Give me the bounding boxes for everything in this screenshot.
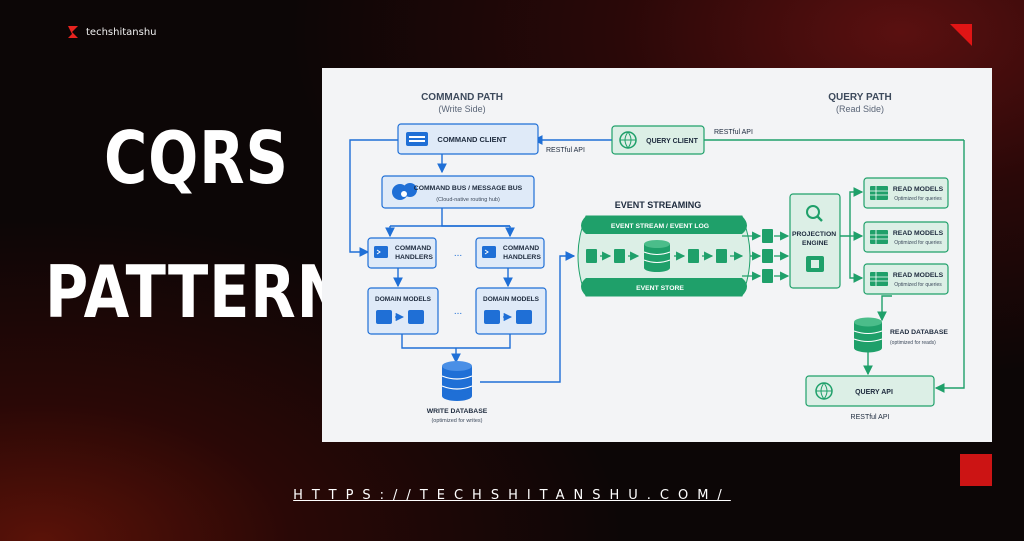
write-database-subtitle: (optimized for writes) — [431, 418, 482, 424]
command-handlers-box-1[interactable]: COMMAND HANDLERS — [367, 237, 437, 269]
command-handlers-line-1: COMMAND — [503, 245, 539, 252]
models-ellipsis: ... — [454, 306, 462, 317]
projection-engine-label: PROJECTION ENGINE — [792, 231, 838, 247]
brand-logo-icon — [68, 26, 78, 38]
model-icon — [484, 310, 500, 324]
restful-api-write-label: RESTful API — [546, 147, 585, 154]
read-models-title-2: READ MODELS — [893, 230, 944, 237]
domain-models-box-1[interactable]: DOMAIN MODELS — [367, 287, 439, 335]
command-handlers-line-2: HANDLERS — [503, 254, 541, 261]
write-database-icon — [441, 361, 473, 401]
read-models-title-3: READ MODELS — [893, 272, 944, 279]
command-handlers-line-2: HANDLERS — [395, 254, 433, 261]
read-side-connectors — [693, 139, 965, 393]
hierarchy-icon — [516, 310, 532, 324]
domain-models-label-2: DOMAIN MODELS — [483, 296, 540, 303]
table-icon — [870, 272, 888, 286]
read-models-box-3[interactable]: READ MODELS Optimized for queries — [863, 263, 949, 295]
query-path-subtitle: (Read Side) — [836, 104, 884, 114]
query-api-box[interactable]: QUERY API — [805, 375, 935, 407]
event-store-database-icon — [643, 240, 671, 272]
read-database-subtitle: (optimized for reads) — [890, 340, 936, 346]
command-client-box[interactable]: COMMAND CLIENT — [397, 123, 539, 155]
command-bus-box[interactable]: COMMAND BUS / MESSAGE BUS (Cloud-native … — [381, 175, 535, 209]
title-line-2: PATTERN — [45, 250, 347, 334]
event-streaming-title: EVENT STREAMING — [615, 200, 702, 210]
query-client-box[interactable]: QUERY CLIENT — [611, 125, 705, 155]
brand-name: techshitanshu — [86, 26, 157, 38]
write-side-connectors — [349, 135, 612, 383]
read-database-icon — [853, 317, 883, 353]
read-models-subtitle-2: Optimized for queries — [894, 240, 942, 246]
globe-icon — [815, 382, 833, 400]
read-models-subtitle-1: Optimized for queries — [894, 196, 942, 202]
command-bus-subtitle: (Cloud-native routing hub) — [436, 197, 500, 203]
query-client-label: QUERY CLIENT — [646, 138, 698, 145]
read-models-box-1[interactable]: READ MODELS Optimized for queries — [863, 177, 949, 209]
hierarchy-icon — [408, 310, 424, 324]
read-models-box-2[interactable]: READ MODELS Optimized for queries — [863, 221, 949, 253]
chip-icon — [806, 256, 824, 272]
event-flow — [600, 231, 790, 281]
terminal-icon — [374, 246, 388, 258]
cqrs-diagram: COMMAND PATH (Write Side) QUERY PATH (Re… — [349, 92, 965, 424]
command-handlers-label-1: COMMAND HANDLERS — [395, 245, 433, 261]
keyboard-icon — [406, 132, 428, 146]
event-stream-log-label: EVENT STREAM / EVENT LOG — [611, 223, 709, 230]
projection-engine-line-2: ENGINE — [802, 240, 829, 247]
globe-icon — [619, 131, 637, 149]
terminal-icon — [482, 246, 496, 258]
restful-api-read-label: RESTful API — [714, 129, 753, 136]
table-icon — [870, 186, 888, 200]
handlers-ellipsis: ... — [454, 248, 462, 259]
event-store-label: EVENT STORE — [636, 285, 684, 292]
command-path-title: COMMAND PATH — [421, 92, 503, 103]
brand[interactable]: techshitanshu — [66, 25, 157, 39]
command-bus-title: COMMAND BUS / MESSAGE BUS — [414, 185, 523, 192]
restful-api-bottom-label: RESTful API — [851, 414, 890, 421]
domain-models-box-2[interactable]: DOMAIN MODELS — [475, 287, 547, 335]
query-api-label: QUERY API — [855, 389, 893, 396]
projection-engine-line-1: PROJECTION — [792, 231, 836, 238]
corner-square-decoration — [960, 454, 992, 486]
projection-engine-box[interactable]: PROJECTION ENGINE — [789, 193, 841, 289]
write-database-title: WRITE DATABASE — [427, 408, 488, 415]
query-path-title: QUERY PATH — [828, 92, 892, 103]
website-url[interactable]: HTTPS://TECHSHITANSHU.COM/ — [0, 488, 1024, 503]
magnifier-icon — [806, 205, 823, 222]
website-url-text[interactable]: HTTPS://TECHSHITANSHU.COM/ — [293, 488, 731, 503]
read-models-title-1: READ MODELS — [893, 186, 944, 193]
cloud-gear-icon — [392, 183, 417, 200]
read-models-subtitle-3: Optimized for queries — [894, 282, 942, 288]
corner-triangle-decoration — [950, 24, 972, 46]
command-path-subtitle: (Write Side) — [438, 104, 485, 114]
command-handlers-line-1: COMMAND — [395, 245, 431, 252]
command-client-label: COMMAND CLIENT — [437, 135, 507, 144]
read-database-title: READ DATABASE — [890, 329, 948, 336]
model-icon — [376, 310, 392, 324]
command-handlers-label-2: COMMAND HANDLERS — [503, 245, 541, 261]
table-icon — [870, 230, 888, 244]
event-doc-icons — [586, 229, 773, 283]
domain-models-label-1: DOMAIN MODELS — [375, 296, 432, 303]
cqrs-diagram-panel: COMMAND PATH (Write Side) QUERY PATH (Re… — [322, 68, 992, 442]
command-handlers-box-2[interactable]: COMMAND HANDLERS — [475, 237, 545, 269]
title-line-1: CQRS — [104, 116, 289, 200]
